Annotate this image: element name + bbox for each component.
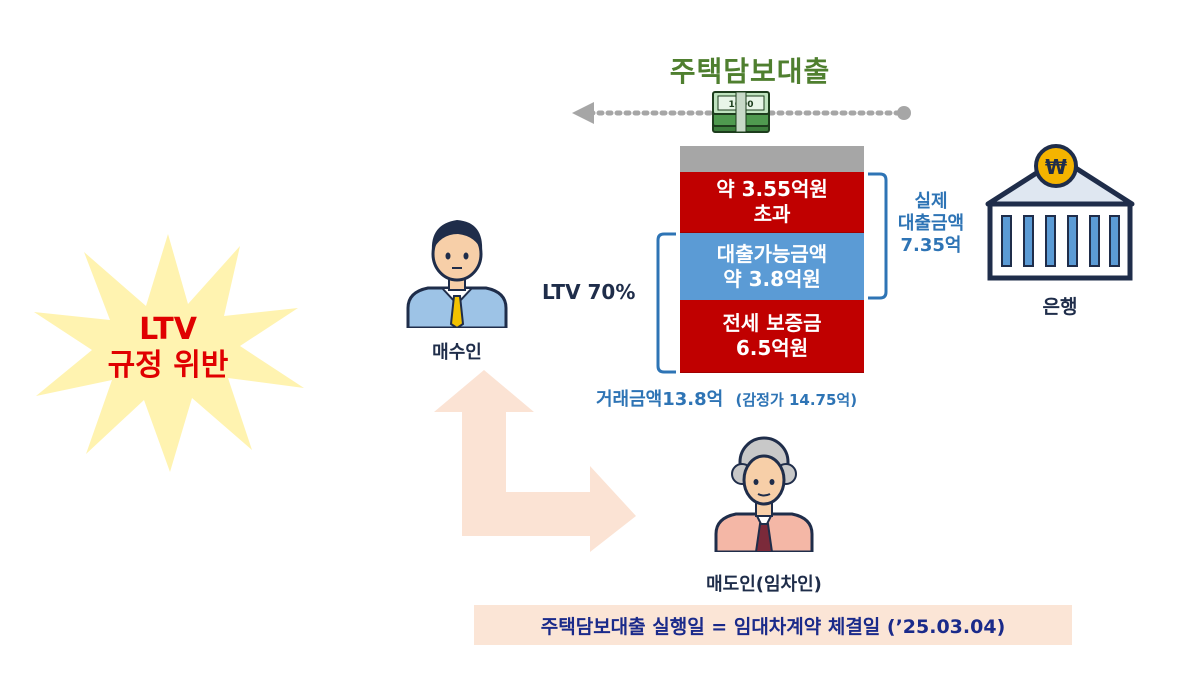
transaction-amount: 거래금액13.8억 (감정가 14.75억) — [596, 385, 857, 411]
bank-label: 은행 — [1042, 296, 1078, 318]
transaction-main: 거래금액13.8억 — [596, 389, 724, 410]
actual-loan-line1: 실제 — [914, 191, 948, 212]
excess-line1: 약 3.55억원 — [716, 177, 828, 201]
starburst-shape — [34, 234, 304, 472]
actual-loan-line2: 대출금액 — [897, 213, 965, 234]
actual-loan-bracket — [868, 172, 888, 300]
ltv-label: LTV 70% — [542, 280, 636, 304]
loanable-line1: 대출가능금액 — [716, 241, 828, 266]
bank-icon: ₩ — [985, 144, 1135, 281]
violation-line1: LTV — [139, 312, 197, 347]
page-title: 주택담보대출 — [669, 55, 831, 88]
buyer-label: 매수인 — [432, 342, 482, 363]
money-icon: 1000 — [712, 91, 770, 133]
violation-line2: 규정 위반 — [107, 348, 229, 383]
excess-line2: 초과 — [753, 202, 791, 226]
ltv-bracket — [656, 232, 676, 374]
violation-text: LTV 규정 위반 — [88, 312, 248, 384]
deposit-line2: 6.5억원 — [735, 336, 809, 360]
box-top-cap — [680, 146, 864, 172]
footer-note: 주택담보대출 실행일 = 임대차계약 체결일 (’25.03.04) — [474, 605, 1072, 645]
transfer-arrow — [434, 370, 636, 552]
actual-loan-line3: 7.35억 — [900, 235, 962, 256]
deposit-segment: 전세 보증금 6.5억원 — [680, 300, 864, 373]
actual-loan-label: 실제 대출금액 7.35억 — [888, 191, 974, 257]
violation-burst — [34, 234, 304, 472]
seller-icon — [714, 436, 814, 552]
loanable-line2: 약 3.8억원 — [723, 266, 821, 291]
seller-label: 매도인(임차인) — [706, 574, 822, 595]
transaction-appraisal: (감정가 14.75억) — [735, 391, 858, 409]
svg-text:₩: ₩ — [1045, 155, 1067, 179]
footer-note-text: 주택담보대출 실행일 = 임대차계약 체결일 (’25.03.04) — [540, 615, 1006, 638]
loanable-segment: 대출가능금액 약 3.8억원 — [680, 233, 864, 300]
deposit-line1: 전세 보증금 — [722, 311, 822, 335]
excess-segment: 약 3.55억원 초과 — [680, 172, 864, 233]
buyer-icon — [406, 220, 508, 328]
